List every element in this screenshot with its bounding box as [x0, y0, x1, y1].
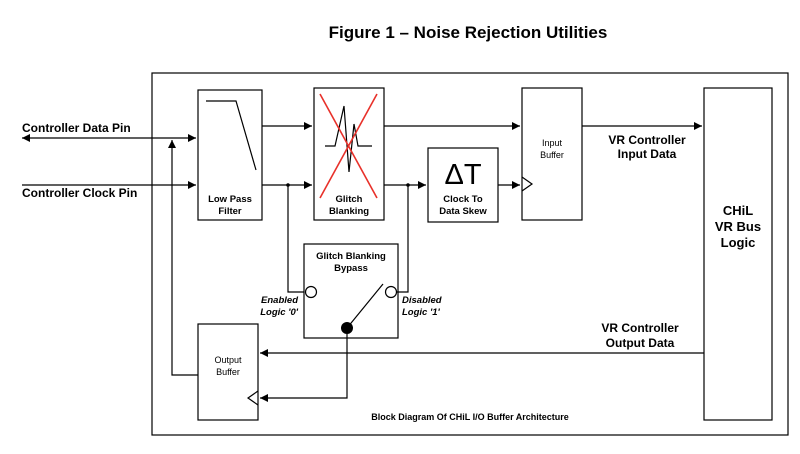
clock-skew-label-2: Data Skew — [439, 206, 487, 217]
disabled-label-2: Logic '1' — [402, 307, 441, 318]
input-data-label-1: VR Controller — [608, 133, 686, 147]
switch-arm-icon — [346, 283, 384, 329]
lowpass-response-icon — [206, 100, 257, 171]
clock-skew-label-1: Clock To — [443, 194, 483, 205]
low-pass-label-2: Filter — [218, 206, 242, 217]
chip-boundary — [151, 72, 789, 436]
bus-logic-label-1: CHiL — [723, 203, 753, 218]
input-buffer-block: Input Buffer — [521, 87, 583, 221]
glitch-blanking-block: Glitch Blanking — [313, 87, 385, 221]
enabled-label-1: Enabled — [261, 295, 298, 306]
clock-edge-icon — [521, 176, 534, 192]
input-buffer-label-2: Buffer — [540, 150, 564, 160]
clock-pin-label: Controller Clock Pin — [22, 186, 137, 200]
blocked-cross-icon — [319, 93, 378, 199]
delta-t-symbol: ΔT — [444, 159, 481, 191]
output-data-label-1: VR Controller — [601, 321, 679, 335]
bypass-label-1: Glitch Blanking — [316, 251, 386, 262]
bus-logic-block: CHiL VR Bus Logic — [703, 87, 773, 421]
glitch-waveform-icon — [325, 105, 372, 173]
bypass-label-2: Bypass — [334, 263, 368, 274]
enabled-contact-icon — [304, 285, 318, 299]
bus-logic-label-3: Logic — [721, 235, 756, 250]
output-data-label-2: Output Data — [606, 336, 675, 350]
output-buffer-label-1: Output — [214, 355, 242, 365]
glitch-label-1: Glitch — [336, 194, 363, 205]
input-data-label-2: Input Data — [618, 147, 677, 161]
enabled-label-2: Logic '0' — [260, 307, 299, 318]
low-pass-filter-block: Low Pass Filter — [197, 89, 263, 221]
bypass-block: Glitch Blanking Bypass — [303, 243, 399, 339]
switch-pivot-icon — [341, 322, 353, 334]
output-buffer-label-2: Buffer — [216, 367, 240, 377]
clock-skew-block: ΔT Clock To Data Skew — [427, 147, 499, 223]
data-pin-label: Controller Data Pin — [22, 121, 131, 135]
diagram-caption: Block Diagram Of CHiL I/O Buffer Archite… — [371, 412, 569, 422]
glitch-label-2: Blanking — [329, 206, 369, 217]
disabled-contact-icon — [384, 285, 398, 299]
output-clock-edge-icon — [246, 390, 259, 406]
bus-logic-label-2: VR Bus — [715, 219, 761, 234]
input-buffer-label-1: Input — [542, 138, 563, 148]
figure-title: Figure 1 – Noise Rejection Utilities — [329, 23, 608, 42]
disabled-label-1: Disabled — [402, 295, 442, 306]
wire-junctions — [286, 183, 410, 187]
low-pass-label-1: Low Pass — [208, 194, 252, 205]
output-buffer-block: Output Buffer — [197, 323, 259, 421]
